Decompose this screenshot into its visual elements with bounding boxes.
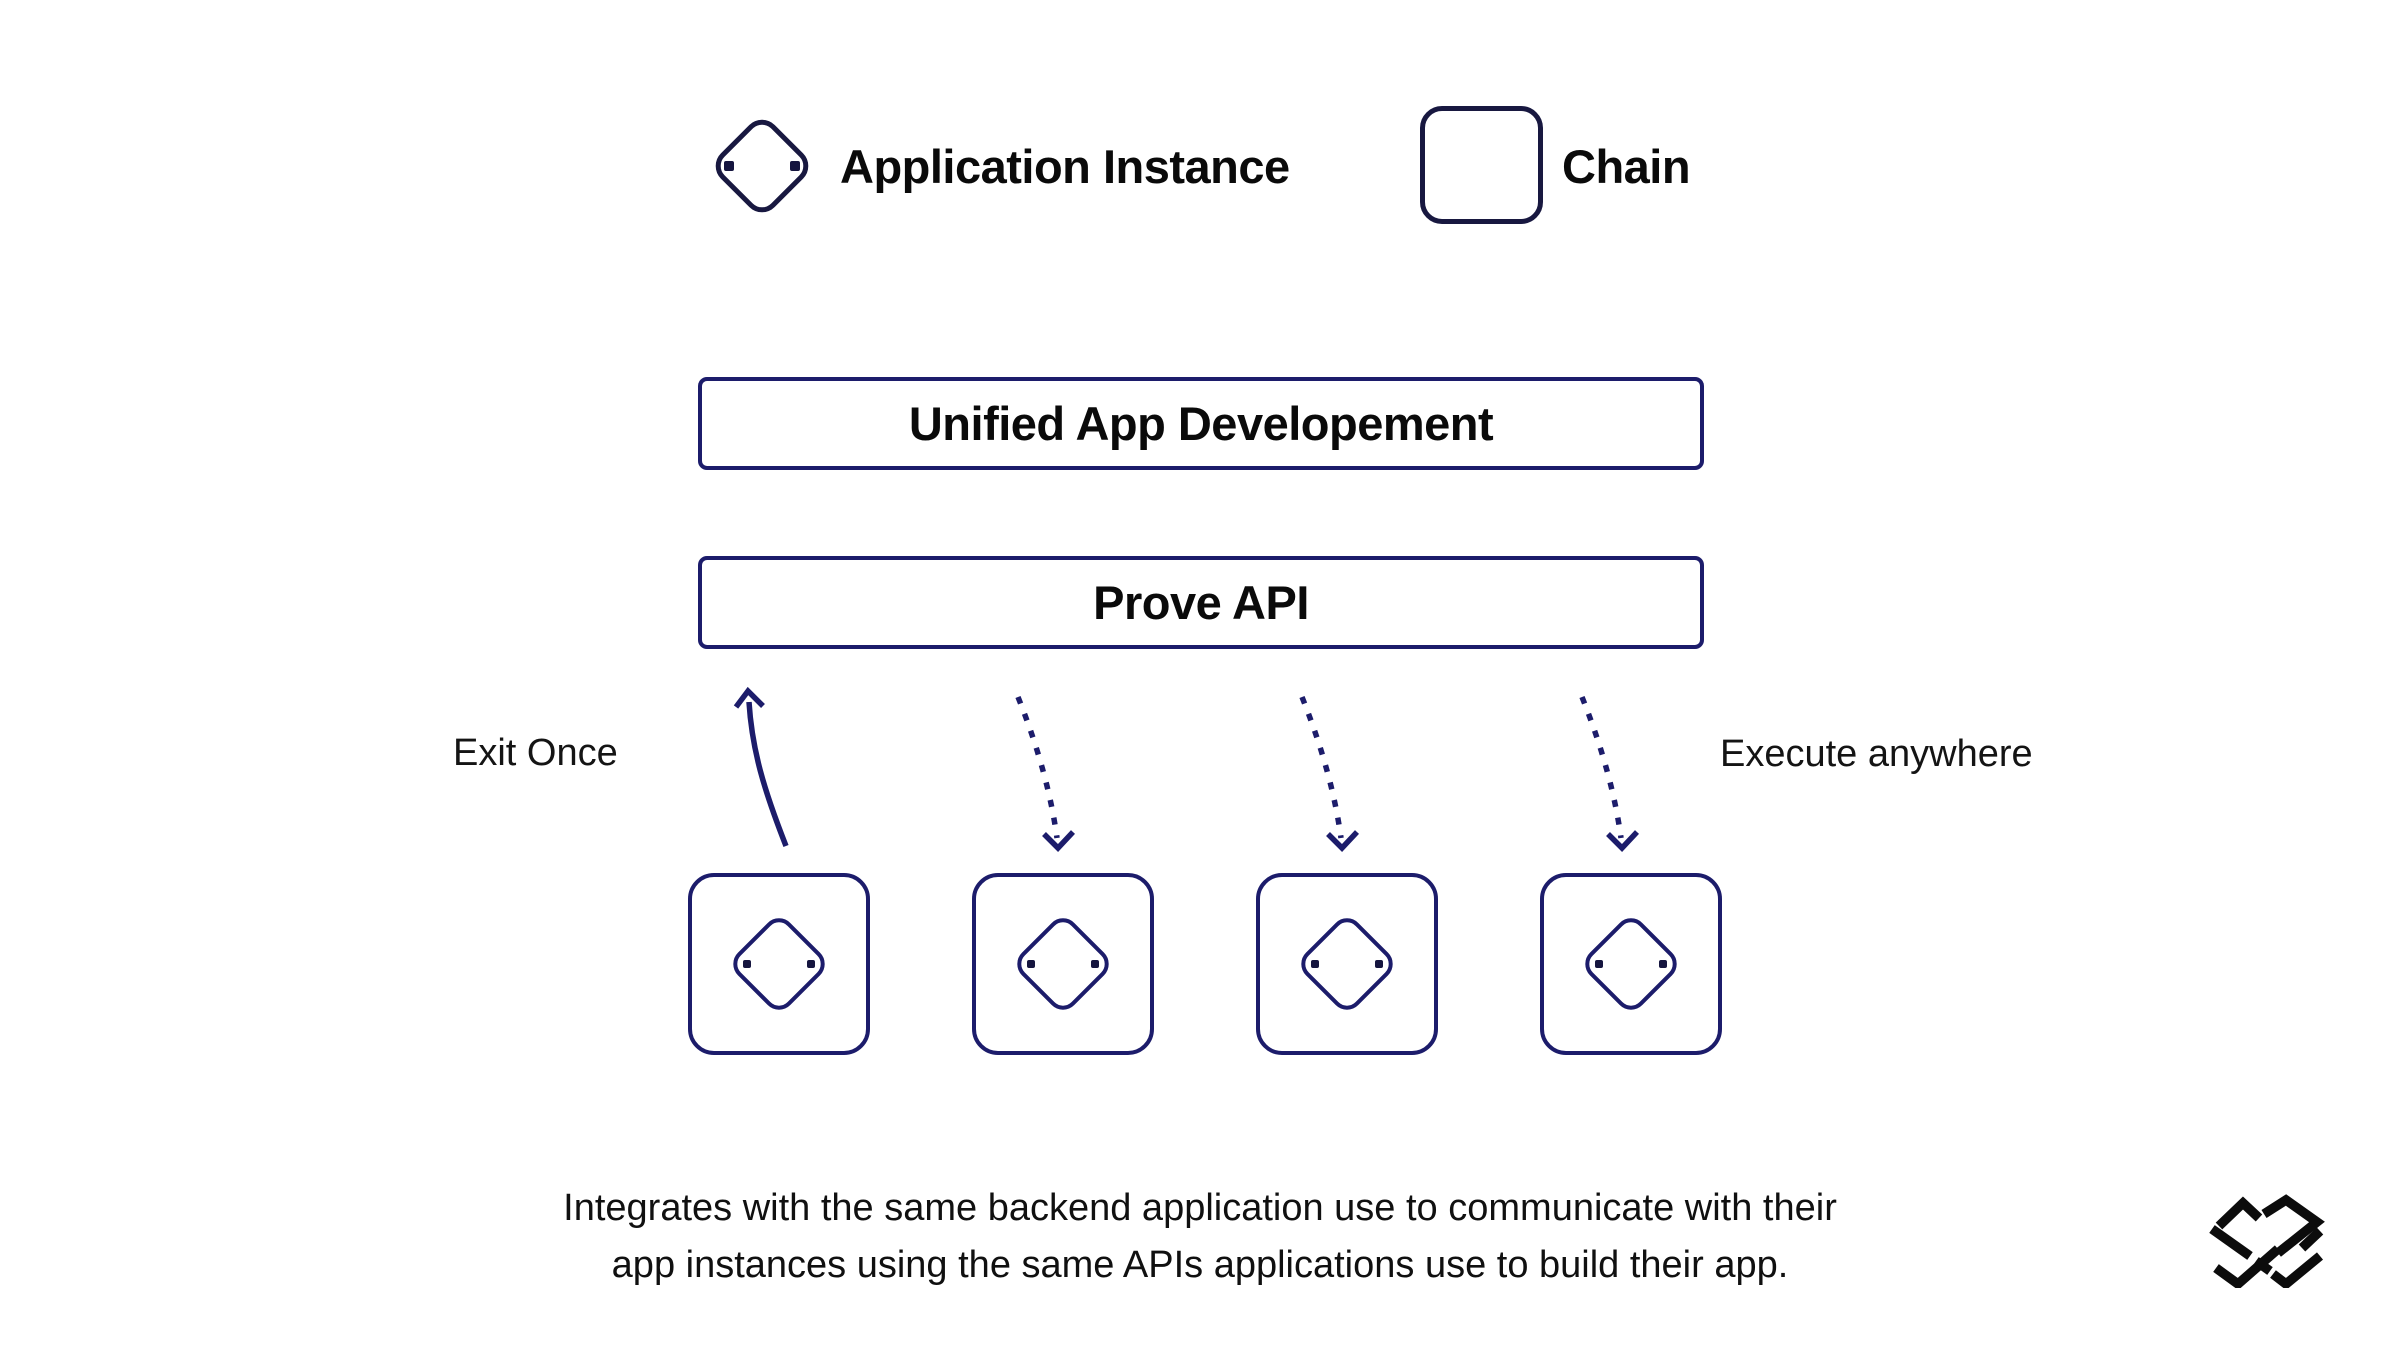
dashed-down-arrow [1299,695,1360,852]
legend-application-instance-label: Application Instance [840,140,1290,193]
application-instance-icon [1578,911,1684,1017]
diamond-right-dot [1659,960,1667,968]
application-instance-icon [726,911,832,1017]
diamond-right-dot [807,960,815,968]
exit-once-label: Exit Once [453,732,618,774]
prove-api-box: Prove API [698,556,1704,649]
diamond-left-dot [1027,960,1035,968]
legend-chain-label: Chain [1562,140,1691,193]
unified-app-development-label: Unified App Developement [908,397,1494,450]
chain-box [972,873,1154,1055]
dashed-down-arrow [1015,695,1076,852]
chain-box [1540,873,1722,1055]
caption: Integrates with the same backend applica… [0,1180,2400,1294]
diamond-left-dot [724,161,734,171]
unified-app-development-box: Unified App Developement [698,377,1704,470]
caption-line-2: app instances using the same APIs applic… [611,1244,1789,1286]
diamond-right-dot [790,161,800,171]
solid-up-arrow [733,686,789,848]
woven-knot-logo [2209,1194,2325,1288]
prove-api-label: Prove API [1093,576,1309,629]
application-instance-icon [708,112,816,220]
dashed-down-arrow [1579,695,1640,852]
diamond-right-dot [1375,960,1383,968]
chain-box [688,873,870,1055]
diamond-left-dot [1595,960,1603,968]
diamond-right-dot [1091,960,1099,968]
chain-icon [1420,106,1543,224]
caption-line-1: Integrates with the same backend applica… [563,1187,1837,1229]
execute-anywhere-label: Execute anywhere [1720,733,2033,775]
application-instance-icon [1294,911,1400,1017]
chain-box [1256,873,1438,1055]
diamond-left-dot [1311,960,1319,968]
diamond-left-dot [743,960,751,968]
application-instance-icon [1010,911,1116,1017]
